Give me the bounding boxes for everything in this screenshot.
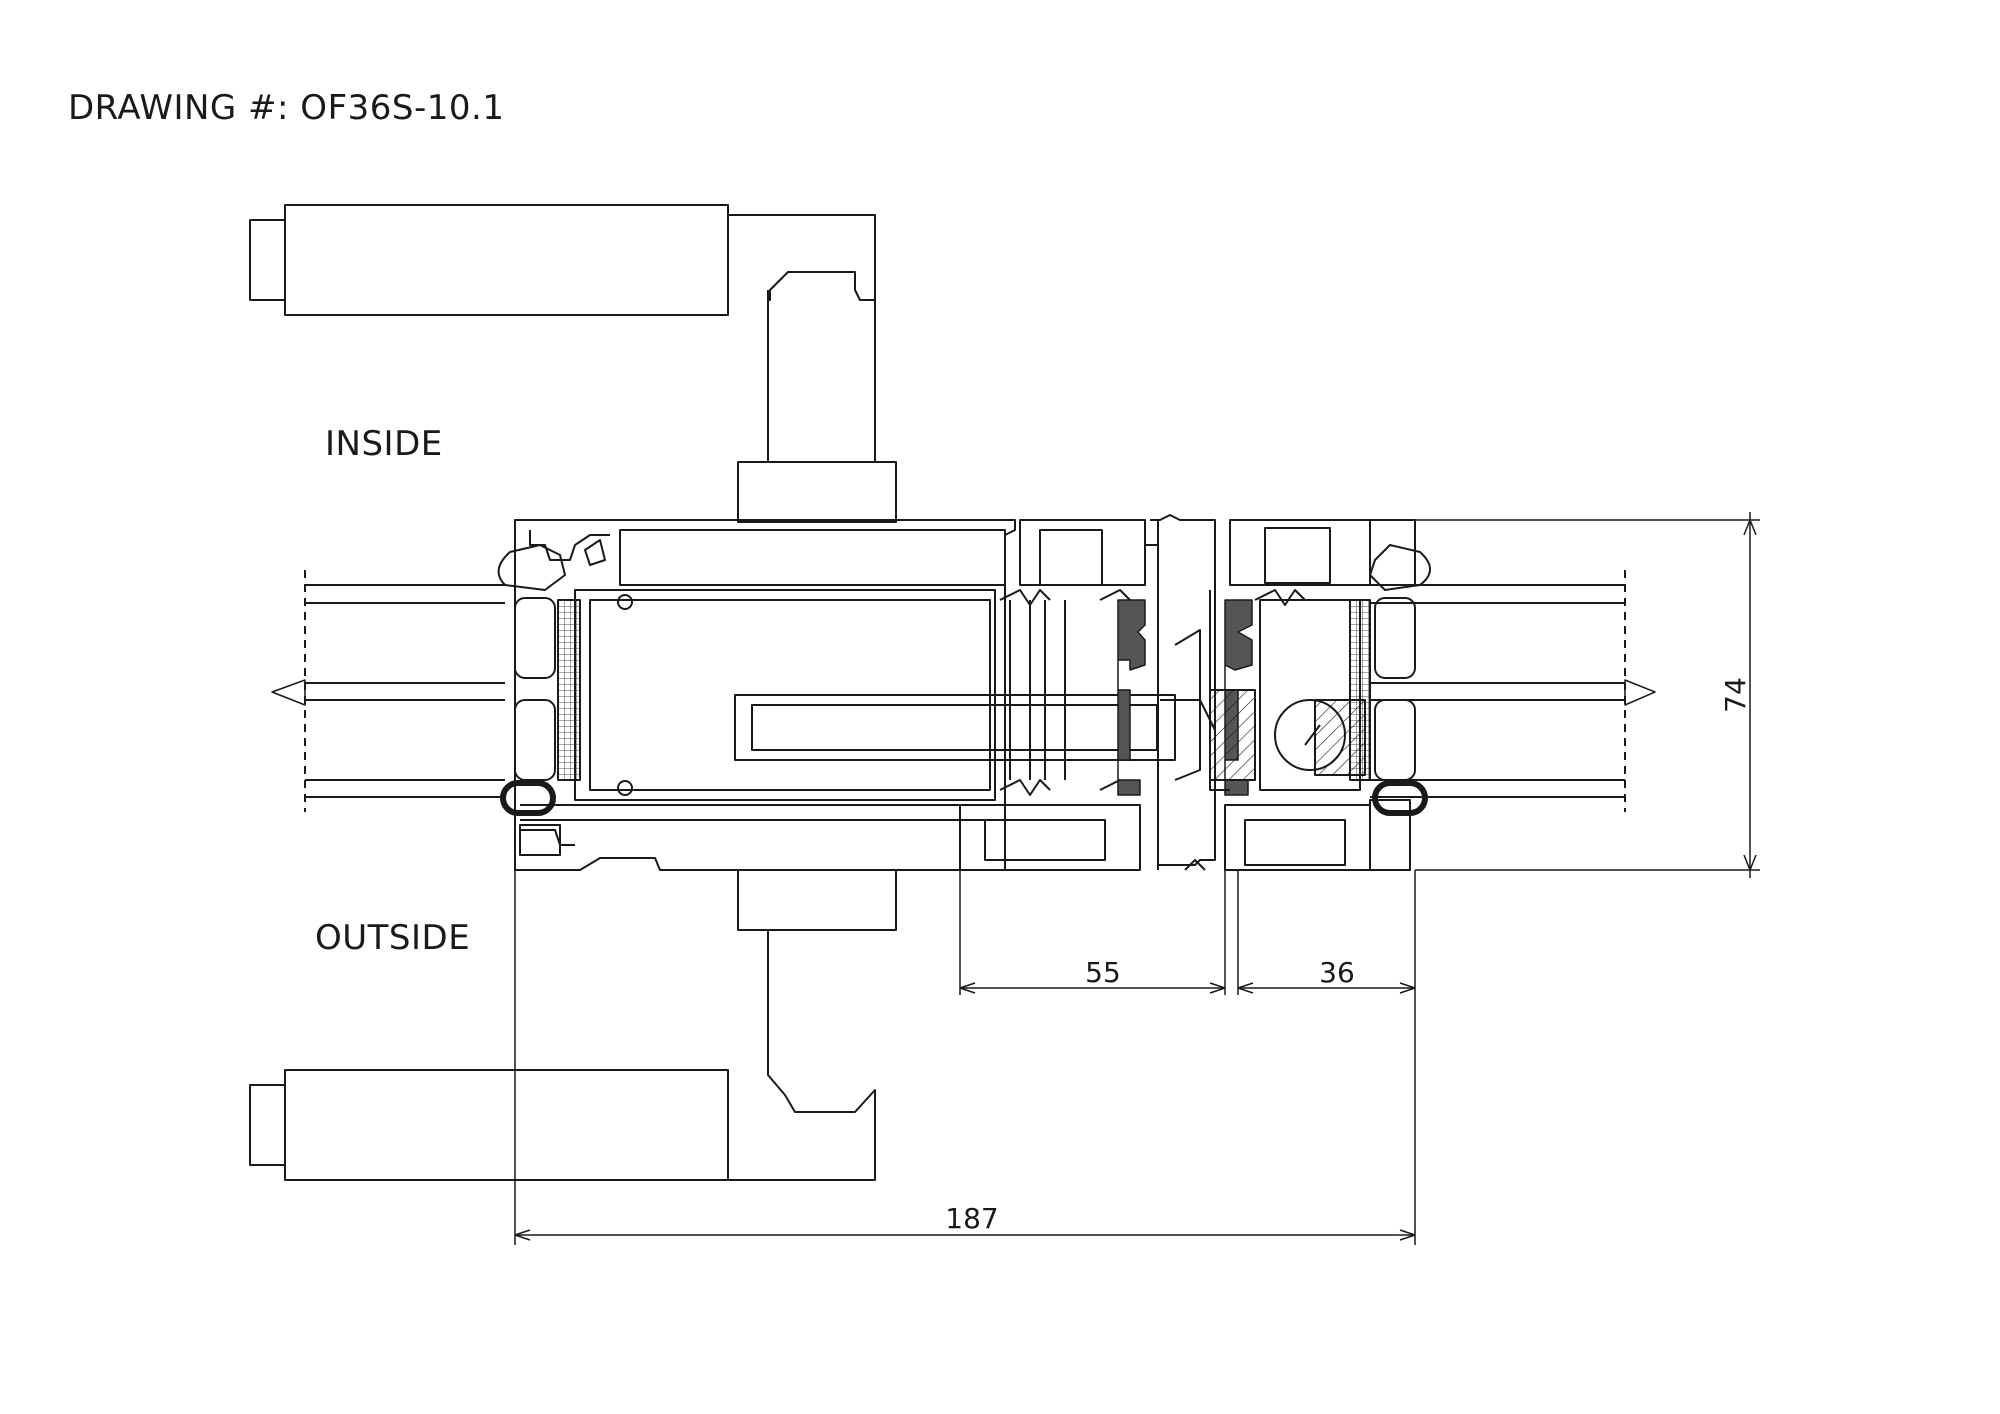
- dimension-sash-width-2: 36: [1319, 956, 1355, 989]
- right-sash-profile: [1209, 519, 1371, 871]
- inside-handle: [249, 204, 897, 523]
- dimension-total-width: 187: [945, 1202, 998, 1235]
- center-mullion: [1145, 514, 1216, 871]
- left-sash-profile: [959, 519, 1146, 871]
- drawing-title: DRAWING #: OF36S-10.1: [68, 88, 505, 128]
- glass-pane-left: [271, 570, 505, 812]
- left-glazing-gaskets: [497, 544, 581, 816]
- dimension-frame-depth: 74: [1719, 677, 1752, 713]
- outside-label: OUTSIDE: [315, 918, 471, 958]
- inside-label: INSIDE: [325, 424, 443, 464]
- outside-handle: [249, 869, 897, 1181]
- steel-insert: [734, 694, 1176, 761]
- right-frame: [1349, 519, 1431, 871]
- dimension-lines: [514, 512, 1760, 1245]
- dimension-sash-width-1: 55: [1085, 956, 1121, 989]
